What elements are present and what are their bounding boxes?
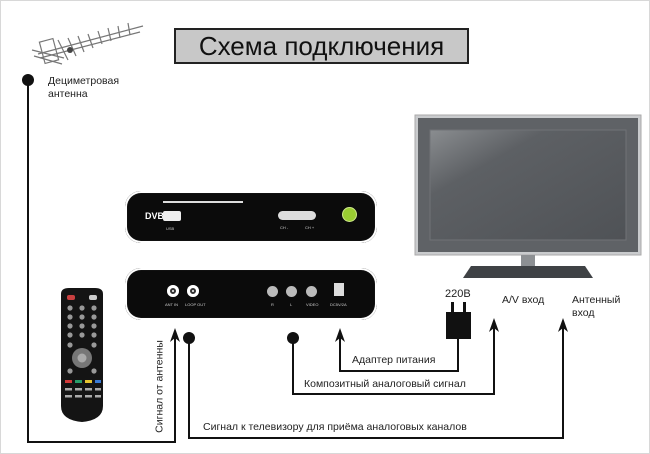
uhf-antenna-icon [31, 22, 144, 65]
lcd-tv-icon [414, 114, 642, 278]
signal-to-tv-label: Сигнал к телевизору для приёма аналоговы… [203, 421, 467, 433]
rca-l-port[interactable] [286, 286, 297, 297]
receiver-front-panel: DVB USB CH - CH + [125, 191, 377, 243]
power-voltage-label: 220В [445, 288, 471, 300]
rca-video-port[interactable] [306, 286, 317, 297]
antenna-label: Дециметровая антенна [48, 75, 120, 100]
power-button[interactable] [343, 208, 356, 221]
dc-power-port[interactable] [334, 283, 344, 296]
remote-control-icon [61, 288, 103, 422]
rca-r-port[interactable] [267, 286, 278, 297]
dvb-logo: DVB [145, 211, 165, 221]
antenna-input-label: Антенный вход [572, 294, 621, 319]
power-adapter-label: Адаптер питания [352, 354, 436, 366]
signal-from-antenna-label: Сигнал от антенны [153, 340, 166, 433]
antenna-connector-dot [22, 74, 34, 86]
receiver-rear-panel: ANT IN LOOP OUT R L VIDEO DC5V/2A [125, 268, 377, 320]
composite-signal-label: Композитный аналоговый сигнал [304, 378, 466, 390]
page-title: Схема подключения [174, 28, 469, 64]
usb-port[interactable] [163, 211, 181, 221]
av-input-label: A/V вход [502, 294, 545, 306]
channel-buttons[interactable] [278, 211, 316, 220]
ant-in-port[interactable] [167, 285, 179, 297]
loop-out-port[interactable] [187, 285, 199, 297]
